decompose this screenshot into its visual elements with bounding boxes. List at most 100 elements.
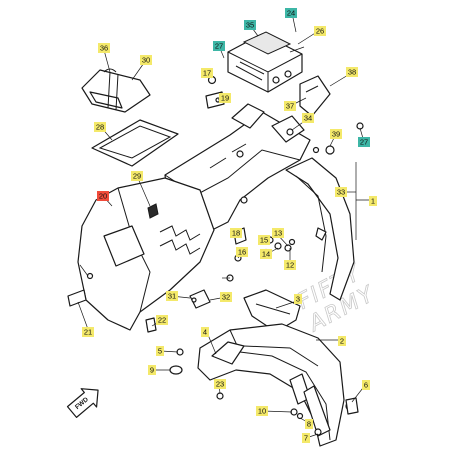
callout-highlight (258, 235, 270, 245)
callout-number: 2 (340, 337, 344, 346)
callout-highlight (97, 191, 109, 201)
callout-highlight (213, 41, 225, 51)
callout-number: 18 (232, 229, 240, 238)
callout-number: 37 (286, 102, 294, 111)
callout-highlight (230, 228, 242, 238)
callout-highlight (131, 171, 143, 181)
callout-highlight (338, 336, 346, 346)
callout-highlight (272, 228, 284, 238)
callout-24: 24 (285, 8, 297, 18)
callout-highlight (244, 20, 256, 30)
callout-31: 31 (166, 291, 178, 301)
callout-17: 17 (201, 68, 213, 78)
callout-2: 2 (338, 336, 346, 346)
callout-5: 5 (156, 346, 164, 356)
callout-22: 22 (156, 315, 168, 325)
callout-highlight (346, 67, 358, 77)
callout-14: 14 (260, 249, 272, 259)
part-flap (303, 385, 331, 437)
callout-highlight (362, 380, 370, 390)
callout-16: 16 (236, 247, 248, 257)
part-inner-fender (67, 177, 215, 331)
callout-highlight (256, 406, 268, 416)
callout-number: 21 (84, 328, 92, 337)
callout-13: 13 (272, 228, 284, 238)
callout-number: 20 (99, 192, 107, 201)
callout-highlight (294, 294, 302, 304)
callout-highlight (201, 327, 209, 337)
callout-number: 39 (332, 130, 340, 139)
callout-number: 33 (337, 188, 345, 197)
callout-highlight (156, 315, 168, 325)
callout-highlight (285, 8, 297, 18)
callout-number: 38 (348, 68, 356, 77)
callout-number: 12 (286, 261, 294, 270)
callout-number: 29 (133, 172, 141, 181)
callout-34: 34 (302, 113, 314, 123)
callout-number: 16 (238, 248, 246, 257)
callout-highlight (148, 365, 156, 375)
callout-highlight (335, 187, 347, 197)
callout-number: 31 (168, 292, 176, 301)
callout-39: 39 (330, 129, 342, 139)
callout-38: 38 (346, 67, 358, 77)
callout-12: 12 (284, 260, 296, 270)
callout-9: 9 (148, 365, 156, 375)
callout-number: 10 (258, 407, 266, 416)
callout-highlight (369, 196, 377, 206)
callout-number: 15 (260, 236, 268, 245)
callout-number: 27 (360, 138, 368, 147)
part-taillight-housing (227, 31, 303, 93)
callout-33: 33 (335, 187, 347, 197)
callout-30: 30 (140, 55, 152, 65)
callout-highlight (314, 26, 326, 36)
callout-number: 7 (304, 434, 308, 443)
callout-number: 34 (304, 114, 312, 123)
callout-number: 4 (203, 328, 207, 337)
callout-highlight (140, 55, 152, 65)
callout-highlight (98, 43, 110, 53)
callout-number: 14 (262, 250, 270, 259)
callout-27: 27 (213, 41, 225, 51)
callout-3: 3 (294, 294, 302, 304)
callout-23: 23 (214, 379, 226, 389)
callout-10: 10 (256, 406, 268, 416)
callout-highlight (302, 113, 314, 123)
callout-highlight (219, 93, 231, 103)
callout-labels: 1234567891012131415161718192021222324252… (82, 8, 377, 443)
callout-35: 35 (244, 20, 256, 30)
callout-number: 32 (222, 293, 230, 302)
callout-highlight (166, 291, 178, 301)
callout-highlight (284, 101, 296, 111)
callout-highlight (214, 379, 226, 389)
callout-number: 19 (221, 94, 229, 103)
callout-number: 24 (287, 9, 295, 18)
callout-number: 1 (371, 197, 375, 206)
callout-8: 8 (305, 419, 313, 429)
part-license-bracket (299, 75, 331, 117)
callout-highlight (330, 129, 342, 139)
callout-18: 18 (230, 228, 242, 238)
callout-15: 15 (258, 235, 270, 245)
callout-26: 26 (314, 26, 326, 36)
callout-highlight (201, 68, 213, 78)
callout-28: 28 (94, 122, 106, 132)
callout-highlight (236, 247, 248, 257)
callout-6: 6 (362, 380, 370, 390)
callout-number: 13 (274, 229, 282, 238)
callout-number: 30 (142, 56, 150, 65)
callout-highlight (260, 249, 272, 259)
callout-highlight (302, 433, 310, 443)
callout-29: 29 (131, 171, 143, 181)
callout-highlight (358, 137, 370, 147)
callout-number: 22 (158, 316, 166, 325)
callout-number: 36 (100, 44, 108, 53)
callout-number: 28 (96, 123, 104, 132)
part-tray (91, 119, 179, 167)
callout-number: 23 (216, 380, 224, 389)
fwd-arrow: FWD (66, 388, 99, 418)
callout-4: 4 (201, 327, 209, 337)
callout-highlight (305, 419, 313, 429)
callout-number: 27 (215, 42, 223, 51)
